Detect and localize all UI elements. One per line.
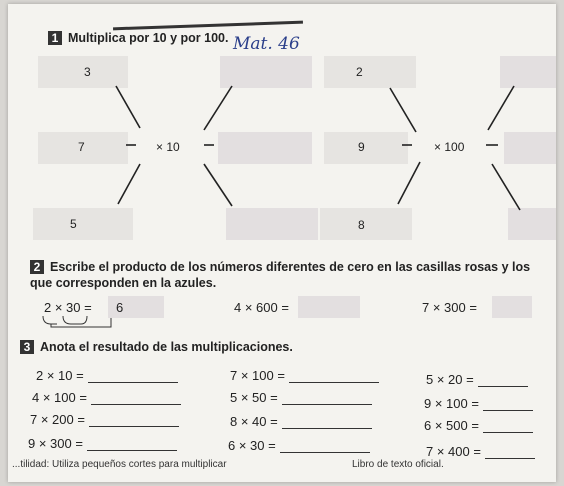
ex2-heading: 2 Escribe el producto de los números dife… (30, 259, 552, 291)
ex3-col2-answer-line-4[interactable] (279, 440, 370, 453)
ex2-item-1-answer: 6 (116, 300, 124, 315)
ex3-col1-item-2: 4 × 100 = (32, 390, 181, 405)
ex2-item-1-answer-box[interactable] (108, 296, 164, 318)
ex3-col1-answer-line-3[interactable] (88, 414, 179, 427)
ex3-col3-item-1: 5 × 20 = (426, 372, 528, 387)
ex1-title: Multiplica por 10 y por 100. (68, 31, 229, 45)
ex3-col3-answer-line-3[interactable] (482, 420, 533, 433)
ex2-item-2-answer-box[interactable] (298, 296, 360, 318)
footer-note: ...tilidad: Utiliza pequeños cortes para… (12, 459, 227, 470)
ex3-col2-expr-1: 7 × 100 = (230, 368, 285, 383)
ex1-left-output-box-1[interactable] (220, 56, 312, 88)
ex3-col3-answer-line-1[interactable] (477, 374, 528, 387)
ex1-right-output-box-1[interactable] (500, 56, 556, 88)
ex1-left-input-box-3 (33, 208, 133, 240)
ex1-right-input-2: 9 (358, 140, 365, 154)
ex2-title-line1: Escribe el producto de los números difer… (50, 260, 531, 274)
ex3-col3-item-4: 7 × 400 = (426, 444, 535, 459)
ex2-item-1: 2 × 30 = (44, 300, 92, 315)
ex3-col2-expr-4: 6 × 30 = (228, 438, 276, 453)
ex2-item-2-expression: 4 × 600 = (234, 300, 289, 315)
ex3-col3-expr-2: 9 × 100 = (424, 396, 479, 411)
ex1-right-input-3: 8 (358, 218, 365, 232)
ex3-col2-item-2: 5 × 50 = (230, 390, 372, 405)
handwritten-note: Mat. 46 (233, 34, 300, 54)
ex1-left-input-1: 3 (84, 65, 91, 79)
ex3-col1-answer-line-1[interactable] (87, 370, 178, 383)
ex2-decomposition-marks (42, 315, 112, 328)
worksheet: 1 Multiplica por 10 y por 100. Mat. 46 3 … (8, 4, 556, 482)
ex2-title-line2: que corresponden en la azules. (30, 276, 217, 290)
ex3-col2-expr-2: 5 × 50 = (230, 390, 278, 405)
ex2-item-3: 7 × 300 = (422, 300, 477, 315)
ex2-item-2: 4 × 600 = (234, 300, 289, 315)
ex3-col3-answer-line-4[interactable] (484, 446, 535, 459)
ex3-col3-answer-line-2[interactable] (482, 398, 533, 411)
ex1-left-input-2: 7 (78, 140, 85, 154)
ex2-item-3-answer-box[interactable] (492, 296, 532, 318)
ex3-col1-item-4: 9 × 300 = (28, 436, 177, 451)
ex1-left-input-box-2 (38, 132, 128, 164)
ex3-col2-expr-3: 8 × 40 = (230, 414, 278, 429)
ex1-left-operator: × 10 (156, 140, 180, 154)
ex3-col1-expr-1: 2 × 10 = (36, 368, 84, 383)
ex3-col2-item-4: 6 × 30 = (228, 438, 370, 453)
ex1-right-input-box-2 (324, 132, 408, 164)
ex1-left-output-box-3[interactable] (226, 208, 318, 240)
ex3-col2-item-1: 7 × 100 = (230, 368, 379, 383)
ex3-col3-item-2: 9 × 100 = (424, 396, 533, 411)
ex3-heading: 3 Anota el resultado de las multiplicacio… (20, 339, 293, 355)
ex1-number-badge: 1 (48, 31, 62, 45)
ex3-col1-item-1: 2 × 10 = (36, 368, 178, 383)
ex2-number-badge: 2 (30, 260, 44, 274)
ex3-col1-answer-line-4[interactable] (86, 438, 177, 451)
ex3-col1-item-3: 7 × 200 = (30, 412, 179, 427)
ex1-right-input-1: 2 (356, 65, 363, 79)
ex1-right-operator: × 100 (434, 140, 465, 154)
ex1-right-input-box-1 (324, 56, 416, 88)
ex3-col1-expr-4: 9 × 300 = (28, 436, 83, 451)
ex1-left-input-3: 5 (70, 217, 77, 231)
footer-source: Libro de texto oficial. (352, 459, 444, 470)
ex3-col2-answer-line-3[interactable] (281, 416, 372, 429)
ex1-left-output-box-2[interactable] (218, 132, 312, 164)
ex1-right-output-box-3[interactable] (508, 208, 556, 240)
ex2-item-1-expression: 2 × 30 = (44, 300, 92, 315)
ex3-col2-answer-line-1[interactable] (288, 370, 379, 383)
ex3-col1-expr-2: 4 × 100 = (32, 390, 87, 405)
ex3-col3-item-3: 6 × 500 = (424, 418, 533, 433)
ex3-title: Anota el resultado de las multiplicacion… (40, 340, 293, 354)
ex3-col3-expr-1: 5 × 20 = (426, 372, 474, 387)
ex3-col3-expr-4: 7 × 400 = (426, 444, 481, 459)
ex1-right-output-box-2[interactable] (504, 132, 556, 164)
ex3-col2-item-3: 8 × 40 = (230, 414, 372, 429)
ex1-heading: 1 Multiplica por 10 y por 100. (48, 30, 228, 46)
ex1-left-input-box-1 (38, 56, 128, 88)
ex3-col3-expr-3: 6 × 500 = (424, 418, 479, 433)
ex3-col1-answer-line-2[interactable] (90, 392, 181, 405)
ex3-col1-expr-3: 7 × 200 = (30, 412, 85, 427)
ex1-connector-lines (115, 85, 521, 211)
ex3-number-badge: 3 (20, 340, 34, 354)
ex3-col2-answer-line-2[interactable] (281, 392, 372, 405)
ex2-item-3-expression: 7 × 300 = (422, 300, 477, 315)
ex1-right-input-box-3 (320, 208, 412, 240)
